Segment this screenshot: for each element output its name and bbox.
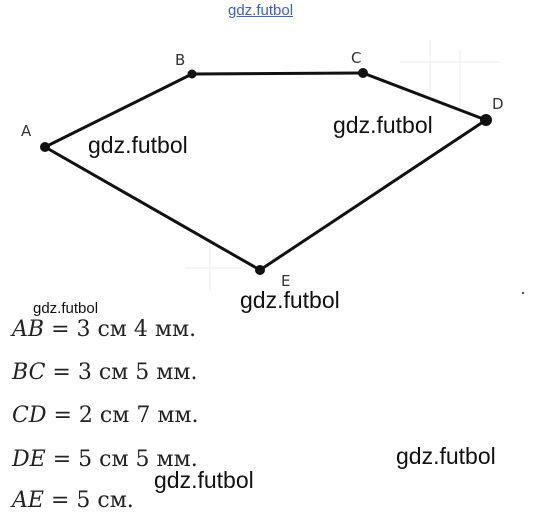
- label-e: E: [281, 272, 290, 290]
- side-bc: [190, 71, 365, 76]
- side-cd: [361, 71, 488, 122]
- segment-length: = 3 см 5 мм.: [52, 360, 198, 385]
- label-a: A: [21, 122, 32, 140]
- segment-name: BC: [12, 360, 46, 385]
- segment-length: = 2 см 7 мм.: [53, 403, 199, 428]
- watermark-above-list: gdz.futbol: [33, 300, 99, 317]
- segment-length: = 3 см 4 мм.: [51, 317, 197, 342]
- side-de: [258, 118, 488, 272]
- watermark-near-a: gdz.futbol: [88, 132, 188, 158]
- segment-name: AE: [12, 488, 44, 513]
- segment-name: AB: [12, 317, 45, 342]
- segment-name: CD: [12, 403, 47, 428]
- segment-length: = 5 см.: [50, 488, 134, 513]
- label-c: C: [351, 49, 361, 67]
- measurement-bc: BC = 3 см 5 мм.: [12, 362, 197, 384]
- vertex-d: [480, 114, 492, 126]
- watermark-below-e: gdz.futbol: [240, 287, 340, 313]
- measurement-de: DE = 5 см 5 мм.: [12, 449, 198, 471]
- side-ab: [43, 72, 194, 149]
- segment-name: DE: [12, 447, 46, 472]
- faint-grid-marks: [185, 40, 500, 290]
- vertices: [40, 68, 492, 275]
- polygon-sides: [43, 71, 488, 272]
- side-ea: [43, 145, 262, 272]
- watermark-right-of-list: gdz.futbol: [396, 443, 496, 469]
- label-d: D: [492, 95, 504, 113]
- vertex-b: [187, 69, 197, 79]
- watermark-top: gdz.futbol: [228, 2, 294, 19]
- vertex-e: [255, 265, 265, 275]
- vertex-c: [358, 68, 368, 78]
- measurement-ae: AE = 5 см.: [12, 490, 134, 512]
- measurement-cd: CD = 2 см 7 мм.: [12, 405, 199, 427]
- watermark-near-d: gdz.futbol: [333, 112, 433, 138]
- stray-dot: [521, 291, 525, 295]
- segment-length: = 5 см 5 мм.: [52, 447, 198, 472]
- vertex-a: [40, 142, 50, 152]
- watermark-bottom: gdz.futbol: [154, 467, 254, 493]
- measurement-ab: AB = 3 см 4 мм.: [12, 319, 196, 341]
- label-b: B: [175, 51, 185, 69]
